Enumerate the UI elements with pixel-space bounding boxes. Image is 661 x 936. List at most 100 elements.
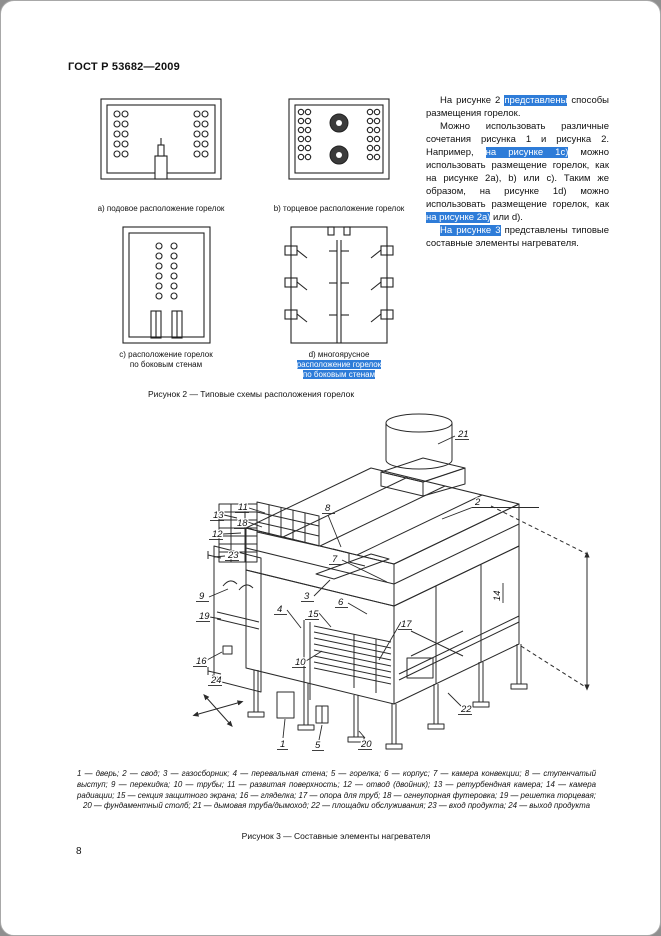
callout-label: 12 xyxy=(212,529,223,540)
callout-label: 13 xyxy=(213,510,224,521)
callouts: 1 2 3 4 5 6 7 8 9 10 11 12 13 14 15 16 1… xyxy=(193,428,539,752)
convection-box xyxy=(245,467,520,607)
tube-supports xyxy=(353,634,377,693)
diagram-b-endwall-burners xyxy=(288,98,390,180)
callout-10: 10 xyxy=(292,650,323,669)
callout-24: 24 xyxy=(208,674,223,687)
selection-highlight: на рисунке 2a) xyxy=(426,212,491,223)
end-grid xyxy=(216,611,260,630)
callout-label: 8 xyxy=(325,503,331,514)
callout-15: 15 xyxy=(305,608,332,628)
furnace-outline xyxy=(290,226,388,344)
callout-8: 8 xyxy=(322,502,342,548)
callout-label: 24 xyxy=(210,675,222,686)
tube-circles xyxy=(297,108,381,161)
callout-label: 14 xyxy=(492,590,503,601)
foundation-legs xyxy=(247,644,528,750)
text-run: способы размещения горелок. xyxy=(426,95,609,119)
product-inlet xyxy=(207,551,222,559)
callout-label: 15 xyxy=(308,609,319,620)
text-run: или d). xyxy=(490,212,523,223)
callout-14: 14 xyxy=(491,583,504,603)
diagram-d-caption: d) многоярусное расположение горелок по … xyxy=(264,350,414,380)
paragraph-1: На рисунке 2 представлены способы размещ… xyxy=(426,94,609,120)
selection-highlight: на рисунке 1c) xyxy=(485,147,569,158)
stepped-ledge xyxy=(332,548,366,567)
callout-1: 1 xyxy=(277,718,288,751)
callout-7: 7 xyxy=(329,553,388,583)
callout-17: 17 xyxy=(378,618,414,661)
callout-11: 11 xyxy=(235,501,266,514)
callout-label: 23 xyxy=(227,550,239,561)
callout-22: 22 xyxy=(447,692,474,716)
body-text-column: На рисунке 2 представлены способы размещ… xyxy=(426,94,609,250)
caption-line: d) многоярусное xyxy=(308,350,370,359)
caption-line: расположение горелок xyxy=(264,360,414,370)
tube-circles xyxy=(113,110,209,158)
callout-19: 19 xyxy=(196,610,222,623)
diagram-d-multitier-burners xyxy=(284,226,394,344)
callout-label: 6 xyxy=(338,597,344,608)
callout-label: 22 xyxy=(460,704,472,715)
callout-16: 16 xyxy=(193,651,223,668)
figure3-caption: Рисунок 3 — Составные элементы нагревате… xyxy=(241,831,431,841)
callout-label: 2 xyxy=(474,497,481,508)
finned-tube-bank xyxy=(256,501,320,547)
paragraph-3: На рисунке 3 представлены типовые состав… xyxy=(426,224,609,250)
furnace-outline xyxy=(122,226,211,344)
selection-highlight: представлены xyxy=(504,95,568,106)
selection-highlight: На рисунке 3 xyxy=(440,225,501,236)
stack-base xyxy=(380,457,466,497)
diagram-c-caption: с) расположение горелок по боковым стена… xyxy=(91,350,241,370)
height-dimension xyxy=(490,505,590,691)
tube-bundle xyxy=(313,625,392,685)
ground-dimension-arrows xyxy=(192,694,244,727)
tube-circles xyxy=(155,242,178,300)
callout-9: 9 xyxy=(196,588,229,603)
callout-label: 3 xyxy=(304,591,310,602)
caption-line: по боковым стенам xyxy=(264,370,414,380)
callout-label: 9 xyxy=(199,591,205,602)
callout-label: 5 xyxy=(315,740,321,751)
callout-3: 3 xyxy=(301,579,331,603)
diagram-b-caption: b) торцевое расположение горелок xyxy=(273,204,405,213)
crossover xyxy=(222,580,254,591)
callout-label: 7 xyxy=(332,554,338,565)
page-number: 8 xyxy=(76,846,82,857)
diagram-a-hearth-burners xyxy=(100,98,222,180)
callout-label: 4 xyxy=(277,604,282,615)
callout-5: 5 xyxy=(312,724,324,752)
diagram-c-sidewall-burners xyxy=(122,226,211,344)
caption-line: с) расположение горелок xyxy=(119,350,213,359)
callout-12: 12 xyxy=(209,528,242,541)
burner-icon xyxy=(154,138,168,180)
callout-label: 11 xyxy=(238,502,248,513)
callout-13: 13 xyxy=(210,509,238,522)
text-run: На рисунке 2 xyxy=(440,95,505,106)
callout-20: 20 xyxy=(358,730,374,751)
burner-icons xyxy=(284,245,394,323)
burner-icon xyxy=(329,113,349,165)
callout-label: 16 xyxy=(196,656,207,667)
callout-21: 21 xyxy=(437,428,470,445)
figure3-heater-drawing: 1 2 3 4 5 6 7 8 9 10 11 12 13 14 15 16 1… xyxy=(192,413,590,752)
text-run: можно использовать размещение горелок, к… xyxy=(426,147,610,210)
steel-frame-right xyxy=(393,545,520,705)
selection-highlight: по боковым стенам xyxy=(302,370,376,379)
product-outlet xyxy=(207,667,222,675)
paragraph-2: Можно использовать различные сочетания р… xyxy=(426,120,609,224)
figure2-caption: Рисунок 2 — Типовые схемы расположения г… xyxy=(147,389,355,399)
callout-label: 19 xyxy=(199,611,210,622)
caption-line: по боковым стенам xyxy=(129,360,203,369)
gas-collector xyxy=(315,553,390,580)
burner-icon xyxy=(150,310,183,339)
document-code: ГОСТ Р 53682—2009 xyxy=(68,61,180,73)
diagram-a-caption: а) подовое расположение горелок xyxy=(97,204,225,213)
callout-23: 23 xyxy=(213,549,241,562)
radiant-box xyxy=(245,569,395,705)
figure3-legend: 1 — дверь; 2 — свод; 3 — газосборник; 4 … xyxy=(77,769,596,811)
furnace-outline xyxy=(288,98,390,180)
text-run: Можно использовать различные сочетания р… xyxy=(426,121,609,158)
burner xyxy=(315,705,329,724)
